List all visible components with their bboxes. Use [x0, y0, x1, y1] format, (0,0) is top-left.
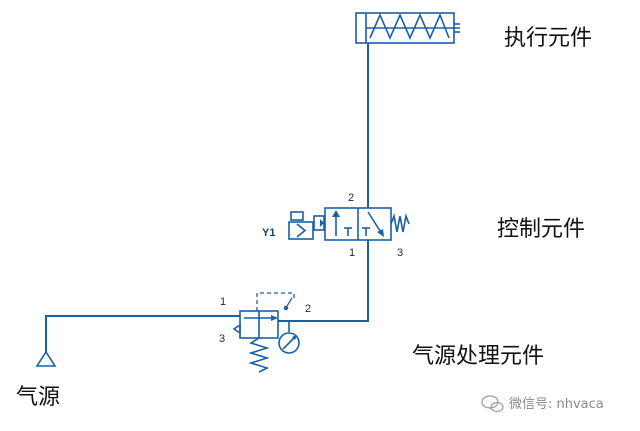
- air-source-symbol: [35, 350, 57, 367]
- valve-port-3-label: 3: [397, 247, 403, 259]
- air-source-label: 气源: [16, 385, 60, 410]
- regulator-port-2-label: 2: [305, 303, 311, 315]
- watermark: 微信号: nhvaca: [481, 395, 604, 413]
- cylinder-symbol: [355, 12, 460, 44]
- valve-return-spring: [390, 213, 410, 233]
- solenoid-valve-symbol: [288, 207, 410, 241]
- supply-pipe: [45, 315, 240, 352]
- regulator-port-1-label: 1: [220, 296, 226, 308]
- pressure-regulator-symbol: [232, 292, 300, 373]
- regulated-pipe: [278, 240, 369, 322]
- wechat-icon: [481, 395, 504, 413]
- cylinder-spring: [369, 12, 450, 41]
- regulator-port-3-label: 3: [219, 333, 225, 345]
- air-treatment-label: 气源处理元件: [412, 344, 544, 369]
- pipes: [45, 43, 369, 352]
- watermark-text: 微信号: nhvaca: [509, 397, 604, 412]
- pilot-line: [256, 292, 295, 311]
- control-element-label: 控制元件: [497, 217, 585, 242]
- solenoid-label: Y1: [262, 227, 275, 239]
- valve-port-2-label: 2: [348, 192, 354, 204]
- valve-port-1-label: 1: [349, 247, 355, 259]
- actuator-label: 执行元件: [504, 26, 592, 51]
- regulator-spring: [248, 337, 270, 373]
